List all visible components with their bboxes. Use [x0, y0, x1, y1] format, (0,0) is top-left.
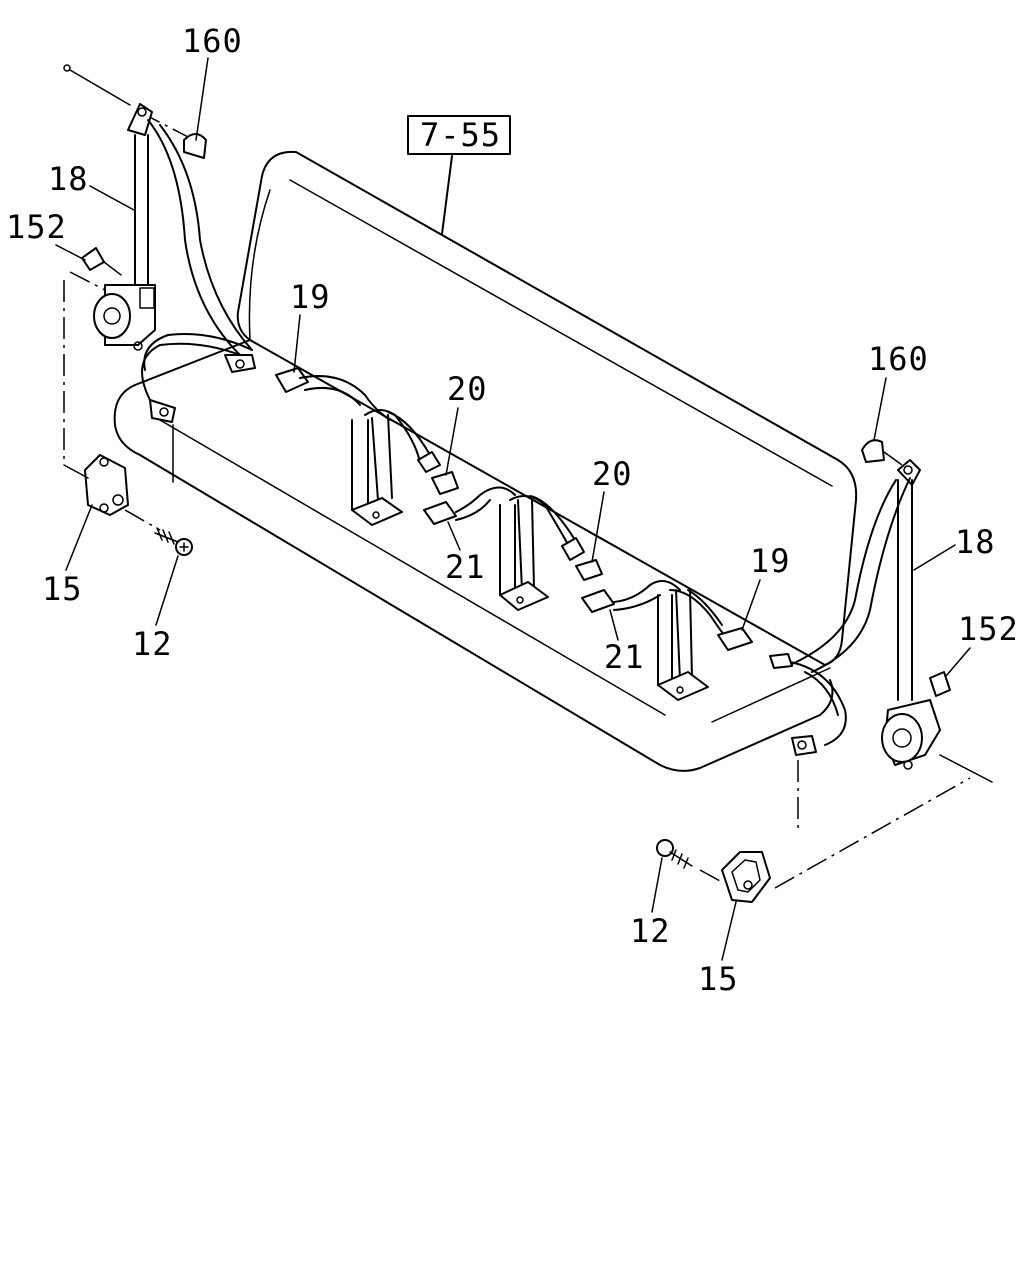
left-anchor-cover [84, 454, 129, 516]
callout-152-left: 152 [6, 208, 67, 246]
callout-21-left: 21 [445, 548, 486, 586]
left-retractor [93, 284, 156, 351]
callouts: 160 18 152 15 12 19 20 20 21 21 19 160 [6, 22, 1019, 998]
callout-20-left: 20 [447, 370, 488, 408]
right-clip-icon [929, 671, 951, 697]
left-belt-assembly [63, 64, 256, 556]
left-belt-guide-icon [183, 133, 207, 159]
callout-21-right: 21 [604, 638, 645, 676]
callout-19-right: 19 [750, 542, 791, 580]
callout-15-left: 15 [42, 570, 83, 608]
callout-15-right: 15 [698, 960, 739, 998]
callout-152-right: 152 [958, 610, 1019, 648]
callout-160-left: 160 [182, 22, 243, 60]
callout-12-right: 12 [630, 912, 671, 950]
callout-160-right: 160 [868, 340, 929, 378]
left-screw-icon [154, 527, 193, 556]
callout-18-right: 18 [955, 523, 996, 561]
callout-20-right: 20 [592, 455, 633, 493]
callout-19-left: 19 [290, 278, 331, 316]
right-retractor [881, 699, 941, 770]
right-belt-guide-icon [861, 439, 885, 463]
callout-12-left: 12 [132, 625, 173, 663]
left-clip-icon [81, 247, 105, 271]
reference-box-label: 7-55 [420, 116, 501, 154]
callout-18-left: 18 [48, 160, 89, 198]
reference-box: 7-55 [407, 115, 511, 235]
right-belt-assembly [656, 439, 993, 903]
rear-bench-seat [113, 150, 858, 772]
right-anchor-cover [721, 851, 771, 903]
right-screw-icon [656, 839, 693, 869]
center-buckles [275, 367, 753, 701]
